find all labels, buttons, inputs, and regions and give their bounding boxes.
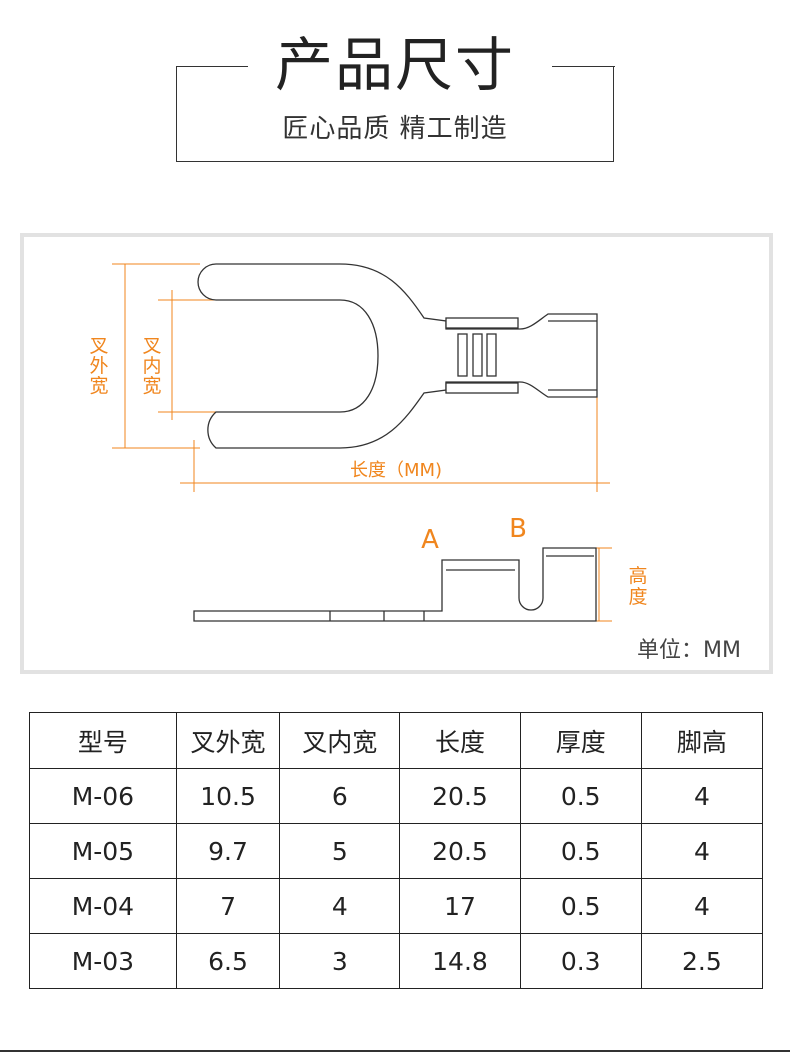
terminal-diagram: 叉 外 宽 叉 内 宽 长度（MM) A B 高 度 [89, 263, 648, 622]
page-subtitle: 匠心品质 精工制造 [282, 114, 508, 144]
cell-inner-width: 3 [279, 933, 401, 989]
header-inner-width: 叉内宽 [279, 712, 401, 769]
table-row: M-03 6.5 3 14.8 0.3 2.5 [29, 933, 764, 989]
height-label-2: 度 [628, 586, 647, 608]
table-row: M-04 7 4 17 0.5 4 [29, 878, 764, 934]
cell-inner-width: 6 [279, 768, 401, 824]
outer-width-label-3: 宽 [89, 375, 108, 397]
spec-table: 型号 叉外宽 叉内宽 长度 厚度 脚高 M-06 10.5 6 20.5 0.5… [29, 712, 764, 989]
height-label-1: 高 [628, 565, 647, 587]
point-b-label: B [509, 514, 527, 544]
cell-thickness: 0.5 [519, 878, 642, 934]
bottom-divider [0, 1050, 790, 1052]
cell-length: 14.8 [399, 933, 521, 989]
inner-width-label-2: 内 [142, 355, 161, 377]
point-a-label: A [421, 525, 439, 555]
header-frame [176, 66, 614, 162]
cell-inner-width: 4 [279, 878, 401, 934]
cell-outer-width: 7 [175, 878, 281, 934]
fork-terminal-side-view [193, 547, 597, 622]
cell-outer-width: 6.5 [175, 933, 281, 989]
cell-foot-height: 4 [640, 878, 764, 934]
header-outer-width: 叉外宽 [175, 712, 281, 769]
unit-label: 单位：MM [637, 638, 741, 663]
inner-width-dimension [158, 290, 275, 420]
header-length: 长度 [399, 712, 521, 769]
cell-length: 20.5 [399, 823, 521, 879]
inner-width-label-1: 叉 [142, 335, 161, 357]
header-frame-line-left [176, 66, 248, 67]
cell-model: M-03 [29, 933, 177, 989]
cell-foot-height: 2.5 [640, 933, 764, 989]
cell-outer-width: 10.5 [175, 768, 281, 824]
header-model: 型号 [29, 712, 177, 769]
cell-thickness: 0.3 [519, 933, 642, 989]
cell-inner-width: 5 [279, 823, 401, 879]
cell-foot-height: 4 [640, 768, 764, 824]
cell-foot-height: 4 [640, 823, 764, 879]
table-header-row: 型号 叉外宽 叉内宽 长度 厚度 脚高 [29, 712, 764, 769]
cell-model: M-05 [29, 823, 177, 879]
cell-thickness: 0.5 [519, 823, 642, 879]
header-foot-height: 脚高 [640, 712, 764, 769]
length-label: 长度（MM) [350, 460, 442, 481]
table-row: M-05 9.7 5 20.5 0.5 4 [29, 823, 764, 879]
outer-width-label-1: 叉 [89, 335, 108, 357]
outer-width-label-2: 外 [89, 355, 108, 377]
inner-width-label-3: 宽 [142, 375, 161, 397]
cell-length: 20.5 [399, 768, 521, 824]
table-row: M-06 10.5 6 20.5 0.5 4 [29, 768, 764, 824]
cell-model: M-04 [29, 878, 177, 934]
cell-length: 17 [399, 878, 521, 934]
cell-thickness: 0.5 [519, 768, 642, 824]
fork-terminal-top-view [197, 263, 598, 449]
cell-outer-width: 9.7 [175, 823, 281, 879]
cell-model: M-06 [29, 768, 177, 824]
page-title: 产品尺寸 [274, 31, 515, 99]
outer-width-dimension [112, 263, 200, 449]
header-thickness: 厚度 [519, 712, 642, 769]
header-frame-line-right [552, 66, 615, 67]
